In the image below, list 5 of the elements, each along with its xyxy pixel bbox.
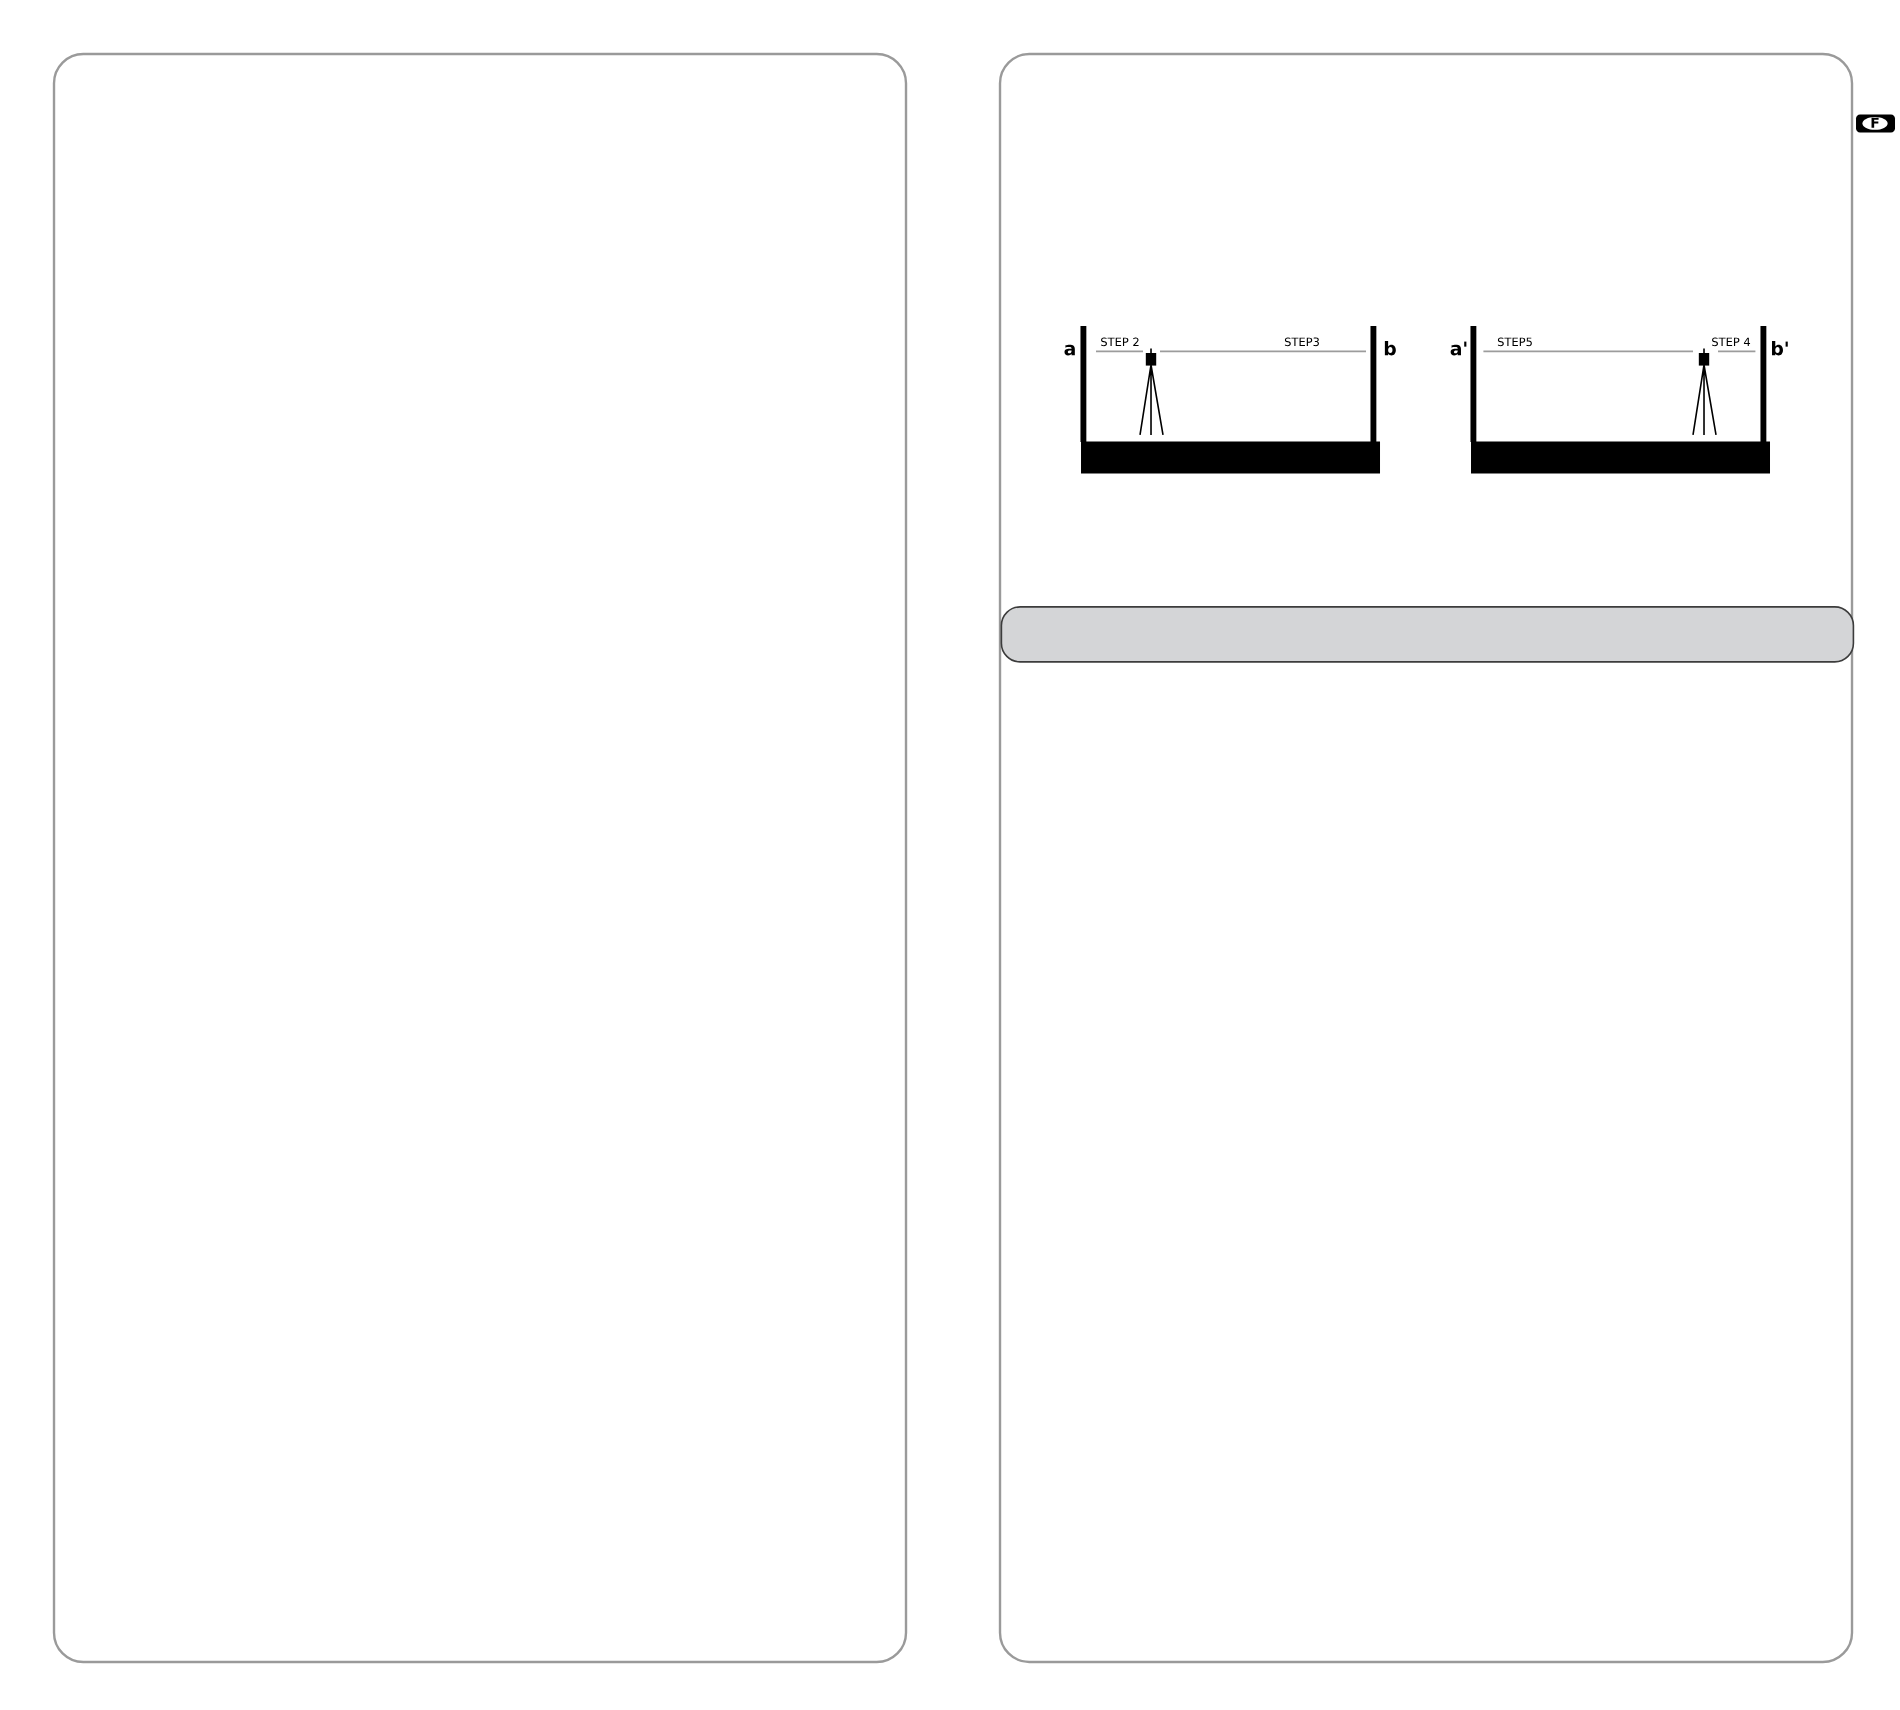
section-bar: [1000, 606, 1855, 663]
point-label: a': [1450, 341, 1467, 356]
point-label: b': [1772, 341, 1788, 356]
point-label: a: [1064, 344, 1075, 356]
point-label: b: [1384, 341, 1396, 356]
